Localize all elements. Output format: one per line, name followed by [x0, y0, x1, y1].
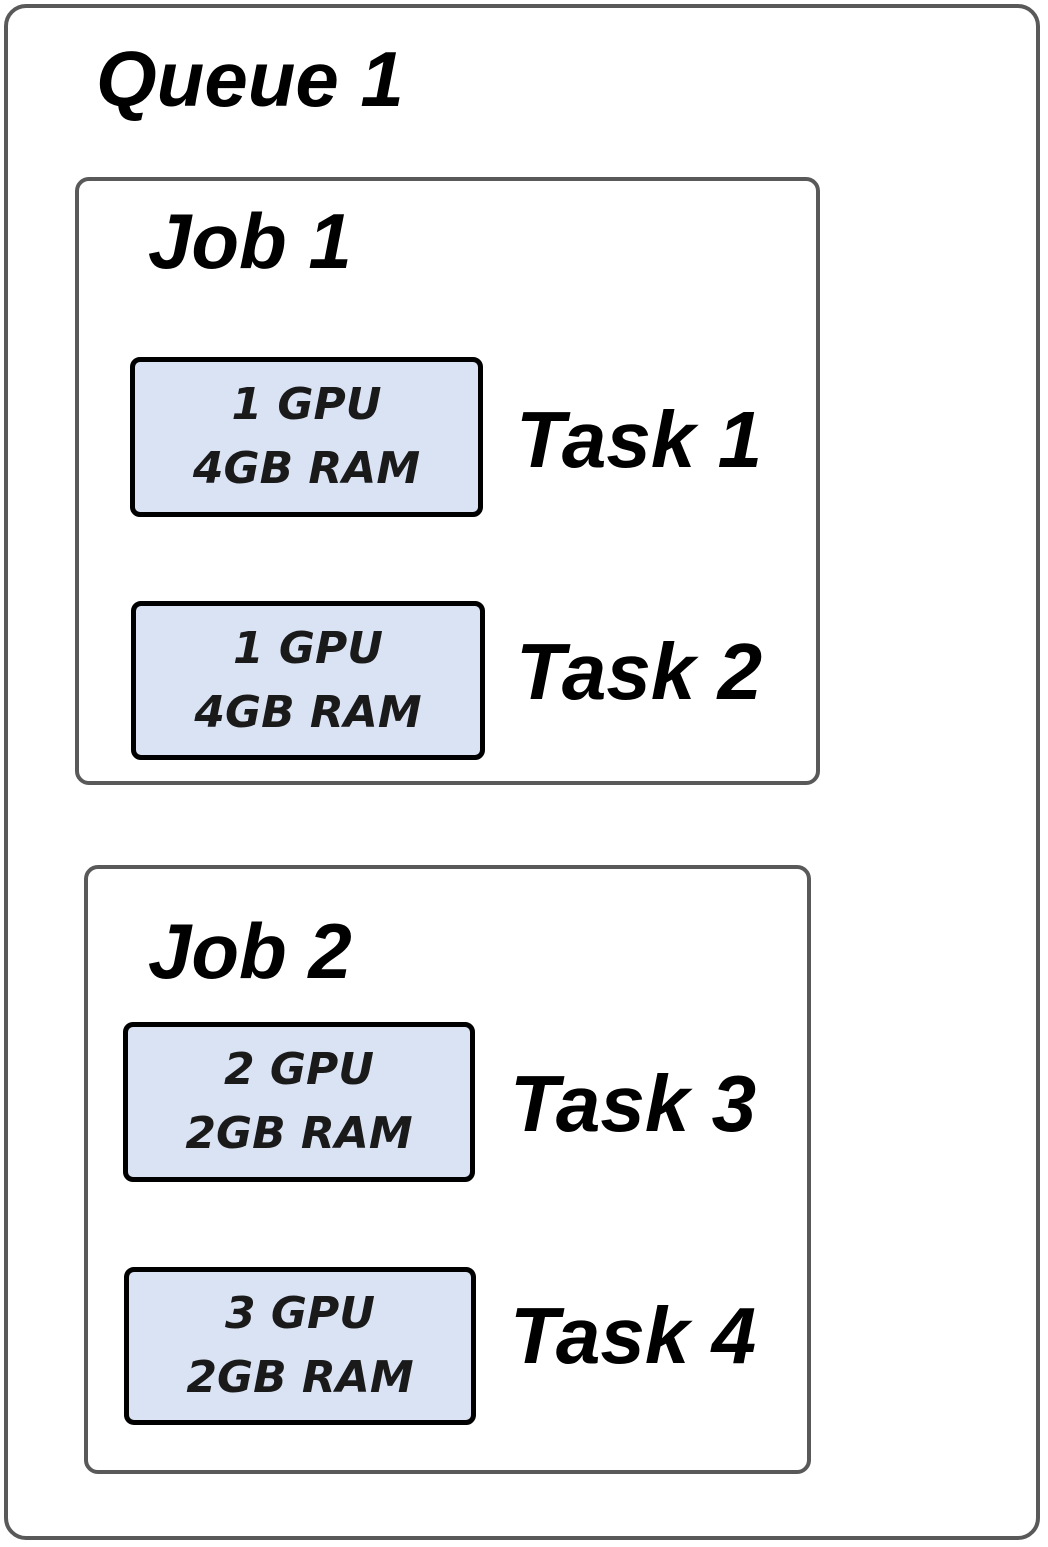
task-3-label: Task 3	[510, 1059, 757, 1148]
task-4-resource-box: 3 GPU 2GB RAM	[124, 1267, 476, 1425]
task-1-label: Task 1	[516, 395, 763, 484]
task-3-ram: 2GB RAM	[185, 1108, 413, 1159]
task-4-ram: 2GB RAM	[186, 1352, 414, 1403]
task-1-ram: 4GB RAM	[192, 443, 421, 494]
task-3-gpu: 2 GPU	[223, 1044, 375, 1095]
task-4-label: Task 4	[510, 1291, 757, 1380]
job-1-title: Job 1	[148, 197, 352, 285]
task-4-gpu: 3 GPU	[224, 1288, 376, 1339]
task-1-gpu: 1 GPU	[231, 379, 382, 430]
job-2-title: Job 2	[148, 907, 352, 995]
task-2-gpu: 1 GPU	[232, 622, 384, 674]
task-2-label: Task 2	[516, 627, 763, 716]
task-2-resource-box: 1 GPU 4GB RAM	[131, 601, 485, 760]
task-1-resource-box: 1 GPU 4GB RAM	[130, 357, 483, 517]
task-2-ram: 4GB RAM	[194, 686, 422, 738]
queue-title: Queue 1	[96, 35, 404, 123]
task-3-resource-box: 2 GPU 2GB RAM	[123, 1022, 475, 1182]
